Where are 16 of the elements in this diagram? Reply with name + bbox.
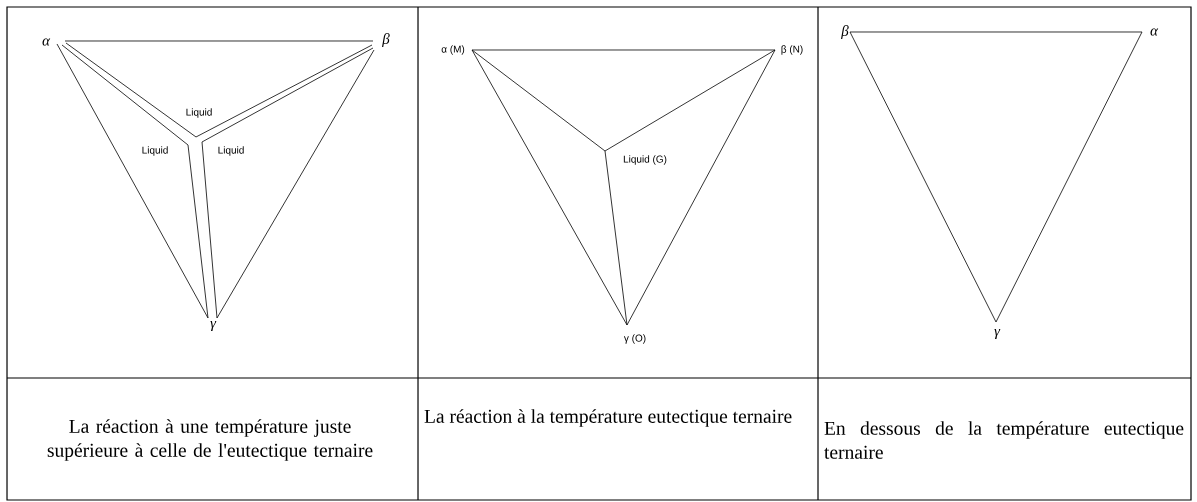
region-label: Liquid (G)	[622, 154, 668, 166]
vertex-label: α	[1150, 28, 1159, 36]
vertex-label: α	[42, 38, 51, 46]
region-label: Liquid	[184, 107, 214, 119]
vertex-label: γ	[994, 328, 1001, 340]
region-label: Liquid	[216, 145, 246, 157]
caption-text: La réaction à une température juste supérieure à celle de l'eutectique ternaire	[47, 419, 373, 461]
vertex-label: β	[382, 33, 390, 47]
caption-text: La réaction à la température eutectique ternaire	[424, 409, 792, 427]
vertex-label: γ (O)	[623, 334, 646, 344]
vertex-label: β (N)	[781, 45, 803, 55]
region-label: Liquid	[140, 145, 170, 157]
vertex-label: β	[841, 25, 849, 39]
caption-text: En dessous de la température eutectique ternaire	[824, 421, 1184, 459]
vertex-label: γ	[210, 320, 217, 332]
vertex-label: α (M)	[441, 45, 465, 55]
